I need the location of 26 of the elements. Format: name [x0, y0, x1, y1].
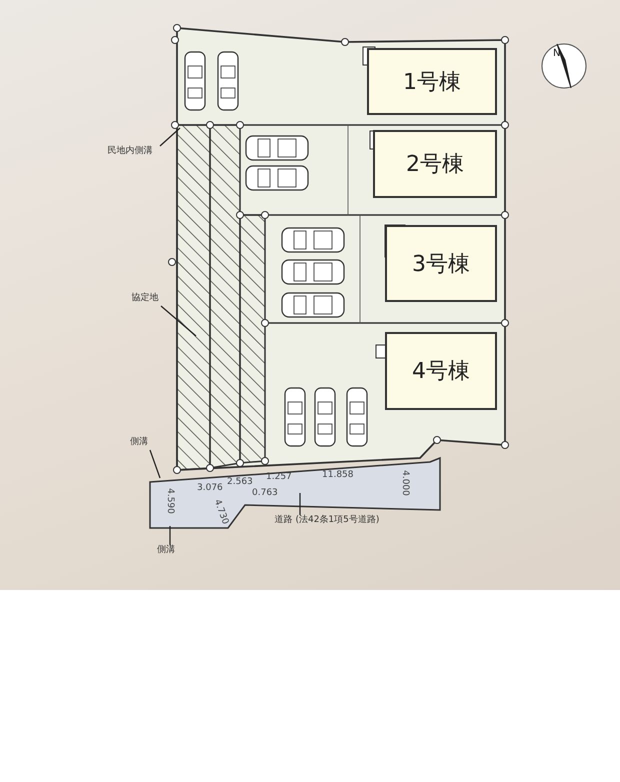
building-label: 1号棟 [403, 68, 461, 96]
leader-line [149, 450, 161, 478]
house-lot [385, 332, 497, 410]
dimension-label: 0.763 [252, 488, 278, 498]
dimension-label: 3.076 [197, 483, 223, 493]
callout-label: 側溝 [128, 437, 150, 448]
dimension-label: 2.563 [227, 477, 253, 487]
dimension-label: 1.257 [266, 472, 292, 482]
dimension-label: 4.590 [164, 488, 175, 514]
callout-label: 協定地 [129, 293, 161, 304]
leader-line [299, 493, 301, 515]
dimension-label: 4.000 [400, 470, 410, 496]
leader-line [169, 526, 171, 545]
building-label: 3号棟 [412, 250, 470, 278]
leader-line [160, 306, 196, 336]
dimension-label: 11.858 [322, 470, 354, 480]
leader-line [160, 128, 180, 146]
building-label: 4号棟 [412, 358, 470, 386]
house-lot [385, 225, 497, 302]
callout-label: 側溝 [155, 545, 177, 556]
house-lot [367, 48, 497, 115]
building-label: 2号棟 [406, 151, 464, 179]
house-lot [373, 130, 497, 198]
callout-label: 道路 (法42条1項5号道路) [262, 515, 392, 526]
callout-label: 民地内側溝 [100, 146, 160, 158]
dimension-label: 4.730 [212, 498, 230, 526]
